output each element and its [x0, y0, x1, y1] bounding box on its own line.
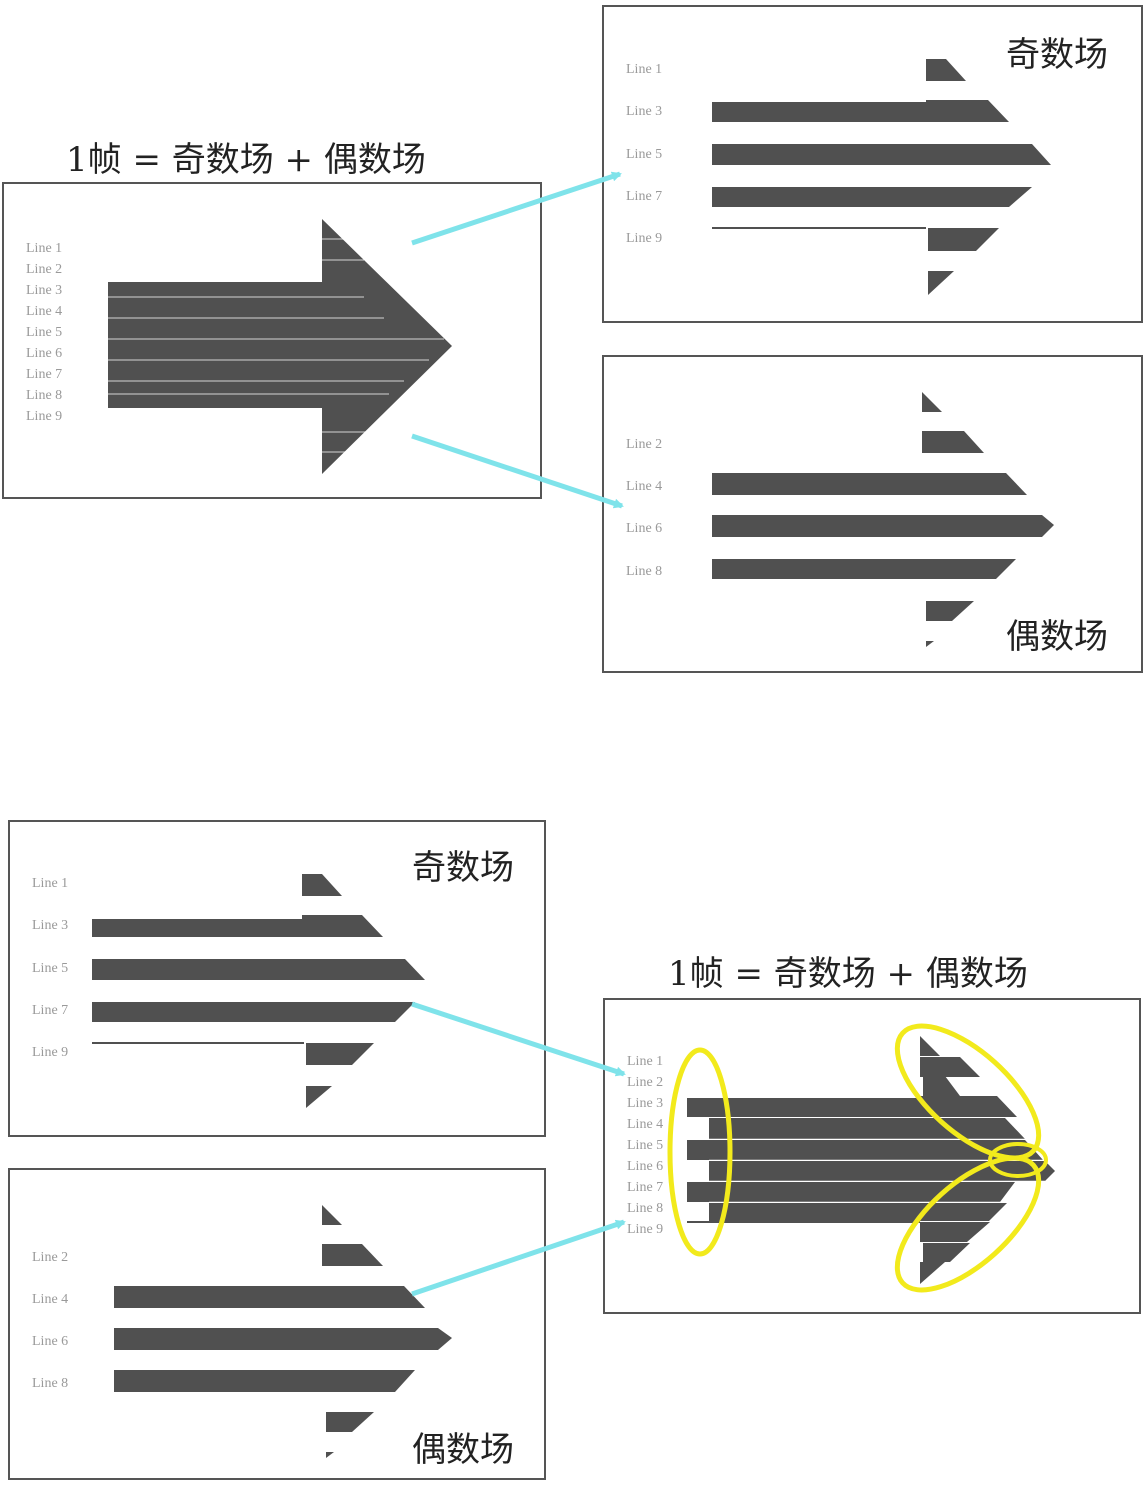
odd-field-label: 奇数场 [1006, 35, 1108, 75]
even-field-arrow-bottom [114, 1205, 452, 1458]
line-label: Line 4 [26, 304, 63, 319]
line-label: Line 7 [32, 1003, 69, 1018]
line-label: Line 6 [627, 1159, 664, 1174]
even-field-frame-bottom: 偶数场 Line 2 Line 4 Line 6 Line 8 [8, 1168, 546, 1480]
line-label: Line 9 [32, 1045, 69, 1060]
line-label: Line 4 [32, 1292, 69, 1307]
full-arrow-top [108, 219, 452, 474]
connector-arrow [411, 1219, 626, 1297]
line-label: Line 2 [26, 262, 63, 277]
line-label: Line 5 [26, 325, 63, 340]
line-label: Line 3 [626, 104, 663, 119]
odd-field-frame-top: 奇数场 Line 1 Line 3 Line 5 Line 7 Line 9 [602, 5, 1143, 323]
odd-field-label: 奇数场 [412, 848, 514, 888]
full-frame-top: Line 1 Line 2 Line 3 Line 4 Line 5 Line … [2, 182, 542, 499]
line-label: Line 8 [627, 1201, 664, 1216]
title-top: 1帧 = 奇数场 + 偶数场 [66, 140, 426, 180]
line-label: Line 4 [627, 1117, 664, 1132]
combined-arrow-bottom [687, 1036, 1055, 1284]
highlight-ellipse [667, 1047, 733, 1257]
line-label: Line 1 [32, 876, 69, 891]
line-label: Line 1 [626, 62, 663, 77]
highlight-ellipse [988, 1142, 1048, 1178]
even-field-label: 偶数场 [412, 1430, 514, 1470]
connector-arrow [411, 171, 622, 246]
line-label: Line 1 [26, 241, 63, 256]
line-label: Line 9 [627, 1222, 664, 1237]
line-label: Line 2 [626, 437, 663, 452]
title-bottom: 1帧 = 奇数场 + 偶数场 [668, 954, 1028, 994]
line-label: Line 3 [32, 918, 69, 933]
line-label: Line 8 [32, 1376, 69, 1391]
even-field-label: 偶数场 [1006, 617, 1108, 657]
odd-field-arrow-bottom [92, 874, 425, 1108]
odd-field-frame-bottom: 奇数场 Line 1 Line 3 Line 5 Line 7 Line 9 [8, 820, 546, 1137]
line-label: Line 9 [626, 231, 663, 246]
line-label: Line 6 [26, 346, 63, 361]
line-label: Line 4 [626, 479, 663, 494]
line-label: Line 8 [26, 388, 63, 403]
line-label: Line 7 [26, 367, 63, 382]
line-label: Line 3 [627, 1096, 664, 1111]
even-field-frame-top: 偶数场 Line 2 Line 4 Line 6 Line 8 [602, 355, 1143, 673]
even-field-arrow-top [712, 392, 1054, 647]
line-label: Line 2 [627, 1075, 664, 1090]
line-label: Line 8 [626, 564, 663, 579]
line-label: Line 6 [32, 1334, 69, 1349]
highlight-ellipse [894, 1155, 1042, 1293]
line-label: Line 2 [32, 1250, 69, 1265]
line-label: Line 1 [627, 1054, 664, 1069]
line-label: Line 7 [626, 189, 663, 204]
line-label: Line 5 [626, 147, 663, 162]
line-label: Line 9 [26, 409, 63, 424]
highlight-ellipse [894, 1023, 1042, 1161]
line-label: Line 6 [626, 521, 663, 536]
line-label: Line 5 [32, 961, 69, 976]
line-label: Line 5 [627, 1138, 664, 1153]
line-label: Line 3 [26, 283, 63, 298]
line-label: Line 7 [627, 1180, 664, 1195]
connector-arrow [411, 433, 624, 509]
connector-arrow [411, 1001, 626, 1077]
odd-field-arrow-top [712, 59, 1051, 295]
